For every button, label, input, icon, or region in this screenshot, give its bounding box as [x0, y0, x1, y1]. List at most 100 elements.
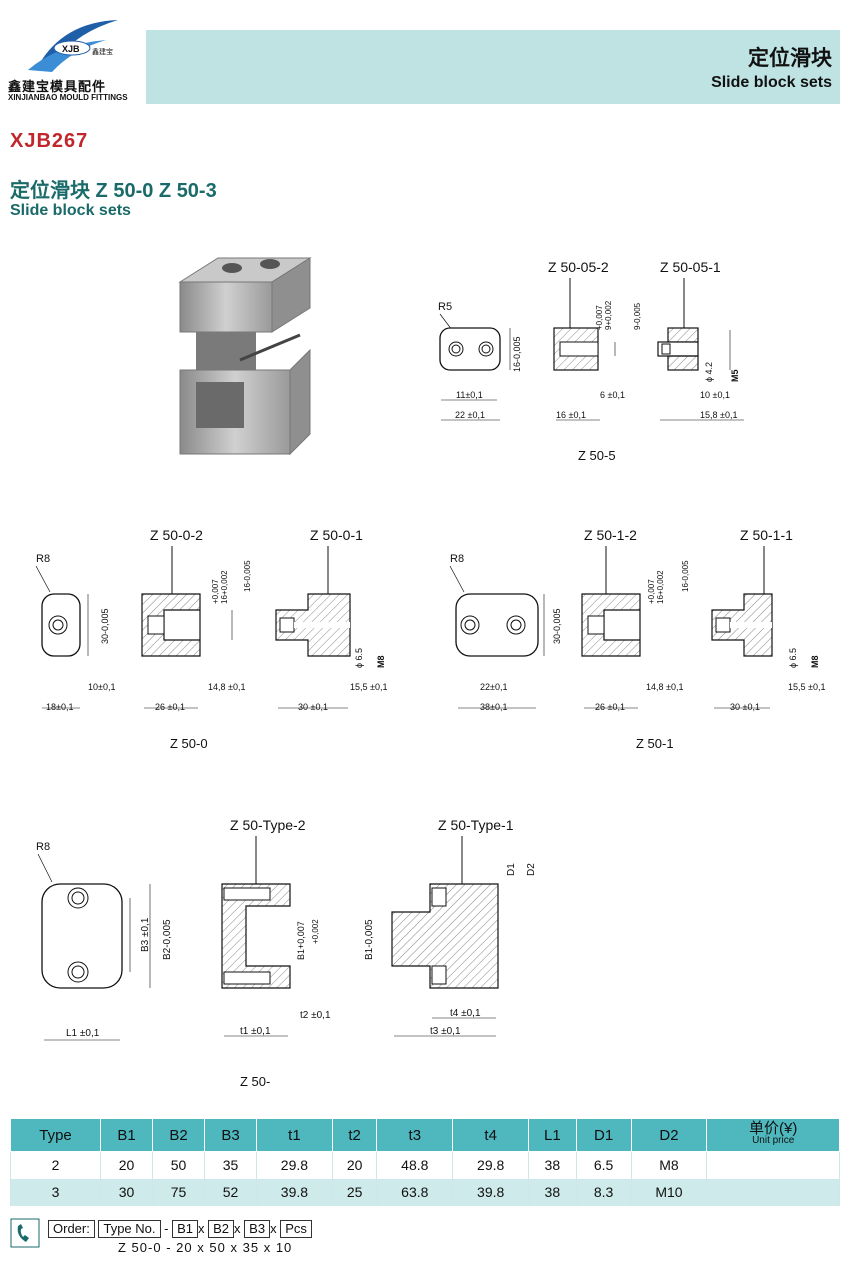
svg-text:11±0,1: 11±0,1: [456, 390, 483, 400]
svg-text:10 ±0,1: 10 ±0,1: [700, 390, 730, 400]
svg-text:16-0,005: 16-0,005: [512, 336, 522, 372]
label-r5: R5: [438, 301, 452, 313]
col-b2: B2: [152, 1118, 206, 1152]
label-z50-type-1: Z 50-Type-1: [438, 817, 514, 833]
svg-text:R8: R8: [36, 841, 50, 853]
order-type-no: Type No.: [98, 1220, 161, 1238]
svg-text:30-0,005: 30-0,005: [552, 608, 562, 644]
label-z50-type-2: Z 50-Type-2: [230, 817, 306, 833]
spec-table: Type B1 B2 B3 t1 t2 t3 t4 L1 D1 D2 单价(¥)…: [9, 1118, 840, 1206]
drawing-z50-0: Z 50-0-2 Z 50-0-1 R8 30-0,005 10±0,1 18±…: [35, 527, 387, 751]
svg-text:9-0,005: 9-0,005: [633, 302, 642, 330]
header-title-en: Slide block sets: [711, 74, 832, 91]
product-title-cn: 定位滑块 Z 50-0 Z 50-3: [10, 180, 217, 202]
svg-text:9+0,002: 9+0,002: [604, 300, 613, 330]
svg-text:+0,002: +0,002: [311, 919, 320, 944]
svg-text:15,5 ±0,1: 15,5 ±0,1: [350, 682, 387, 692]
svg-text:16-0,005: 16-0,005: [243, 560, 252, 592]
drawing-z50-1: Z 50-1-2 Z 50-1-1 R8 30-0,005 22±0,1 38±…: [449, 527, 825, 751]
svg-text:14,8 ±0,1: 14,8 ±0,1: [208, 682, 245, 692]
col-l1: L1: [528, 1118, 577, 1152]
svg-text:6 ±0,1: 6 ±0,1: [600, 390, 625, 400]
svg-text:B1+0,007: B1+0,007: [296, 921, 306, 960]
svg-text:16+0,002: 16+0,002: [656, 570, 665, 604]
order-label: Order:: [48, 1220, 95, 1238]
svg-text:26 ±0,1: 26 ±0,1: [155, 702, 185, 712]
svg-text:M5: M5: [730, 369, 740, 382]
company-logo: XJB 鑫建宝: [28, 20, 118, 72]
label-z50-0-2: Z 50-0-2: [150, 527, 203, 543]
svg-text:+0,007: +0,007: [595, 305, 604, 330]
svg-text:D2: D2: [526, 863, 537, 876]
header-band: [146, 30, 840, 104]
svg-text:R8: R8: [36, 553, 50, 565]
svg-text:D1: D1: [506, 863, 517, 876]
svg-text:+0,007: +0,007: [647, 579, 656, 604]
col-price: 单价(¥) Unit price: [706, 1118, 840, 1152]
order-example: Z 50-0 - 20 x 50 x 35 x 10: [118, 1240, 293, 1255]
svg-text:15,5 ±0,1: 15,5 ±0,1: [788, 682, 825, 692]
label-z50-1-1: Z 50-1-1: [740, 527, 793, 543]
table-header-row: Type B1 B2 B3 t1 t2 t3 t4 L1 D1 D2 单价(¥)…: [9, 1118, 840, 1152]
svg-text:M8: M8: [810, 655, 820, 668]
svg-text:30-0,005: 30-0,005: [100, 608, 110, 644]
svg-text:38±0,1: 38±0,1: [480, 702, 507, 712]
col-type: Type: [9, 1118, 102, 1152]
label-z50-1-2: Z 50-1-2: [584, 527, 637, 543]
product-code: XJB267: [10, 130, 89, 152]
svg-text:t2 ±0,1: t2 ±0,1: [300, 1010, 331, 1021]
logo-name-en: XINJIANBAO MOULD FITTINGS: [8, 93, 128, 102]
svg-text:+0,007: +0,007: [211, 579, 220, 604]
svg-text:26 ±0,1: 26 ±0,1: [595, 702, 625, 712]
caption-z50-type: Z 50-: [240, 1074, 270, 1089]
svg-text:M8: M8: [376, 655, 386, 668]
svg-text:16 ±0,1: 16 ±0,1: [556, 410, 586, 420]
svg-text:t3 ±0,1: t3 ±0,1: [430, 1026, 461, 1037]
col-d2: D2: [630, 1118, 708, 1152]
svg-text:L1 ±0,1: L1 ±0,1: [66, 1028, 100, 1039]
phone-icon: [10, 1218, 40, 1248]
caption-z50-0: Z 50-0: [170, 736, 208, 751]
col-t4: t4: [452, 1118, 530, 1152]
svg-text:ϕ 6.5: ϕ 6.5: [354, 648, 364, 668]
col-t1: t1: [256, 1118, 333, 1152]
svg-text:14,8 ±0,1: 14,8 ±0,1: [646, 682, 683, 692]
svg-text:t4 ±0,1: t4 ±0,1: [450, 1008, 481, 1019]
logo-badge: XJB: [62, 44, 80, 54]
logo-name-cn: 鑫建宝模具配件: [8, 79, 107, 94]
svg-text:B1-0,005: B1-0,005: [364, 919, 375, 960]
svg-text:B3 ±0,1: B3 ±0,1: [140, 917, 151, 952]
col-t3: t3: [376, 1118, 454, 1152]
product-title-en: Slide block sets: [10, 202, 131, 219]
svg-text:15,8 ±0,1: 15,8 ±0,1: [700, 410, 737, 420]
col-b1: B1: [100, 1118, 154, 1152]
caption-z50-1: Z 50-1: [636, 736, 674, 751]
svg-text:t1 ±0,1: t1 ±0,1: [240, 1026, 271, 1037]
svg-text:22±0,1: 22±0,1: [480, 682, 507, 692]
svg-text:ϕ 4.2: ϕ 4.2: [704, 362, 714, 382]
svg-text:30 ±0,1: 30 ±0,1: [730, 702, 760, 712]
svg-text:30 ±0,1: 30 ±0,1: [298, 702, 328, 712]
svg-text:16-0,005: 16-0,005: [681, 560, 690, 592]
drawing-z50-type: Z 50-Type-2 Z 50-Type-1 R8 B3 ±0,1 B2-0,…: [36, 817, 537, 1089]
caption-z50-5: Z 50-5: [578, 448, 616, 463]
label-z50-05-1: Z 50-05-1: [660, 259, 721, 275]
svg-text:16+0,002: 16+0,002: [220, 570, 229, 604]
logo-mark: 鑫建宝: [92, 47, 113, 56]
col-t2: t2: [331, 1118, 378, 1152]
product-photo: [178, 257, 312, 456]
svg-text:R8: R8: [450, 553, 464, 565]
label-z50-05-2: Z 50-05-2: [548, 259, 609, 275]
svg-text:18±0,1: 18±0,1: [46, 702, 73, 712]
col-b3: B3: [204, 1118, 257, 1152]
label-z50-0-1: Z 50-0-1: [310, 527, 363, 543]
svg-text:22 ±0,1: 22 ±0,1: [455, 410, 485, 420]
col-d1: D1: [575, 1118, 632, 1152]
svg-text:ϕ 6.5: ϕ 6.5: [788, 648, 798, 668]
svg-text:B2-0,005: B2-0,005: [162, 919, 173, 960]
drawing-z50-5: Z 50-05-2 Z 50-05-1 R5 16-0,005 11±0,1 2…: [438, 259, 744, 463]
svg-text:10±0,1: 10±0,1: [88, 682, 115, 692]
technical-drawings: Z 50-05-2 Z 50-05-1 R5 16-0,005 11±0,1 2…: [35, 257, 825, 1089]
